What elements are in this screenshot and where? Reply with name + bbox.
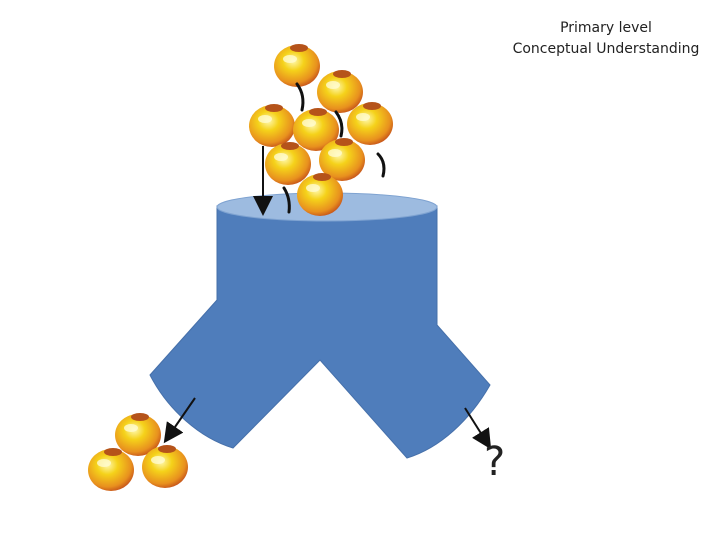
title-block: Primary level Conceptual Understanding [496, 18, 716, 60]
title-line-1: Primary level [560, 20, 652, 36]
mango-icon [115, 413, 161, 456]
title-line-2: Conceptual Understanding [512, 41, 700, 57]
mango-icon [142, 445, 188, 488]
mango-icon [249, 104, 295, 147]
mango-icon [274, 44, 320, 87]
mango-icon [293, 108, 339, 151]
motion-mark [282, 186, 291, 214]
right-output-arrow [464, 407, 492, 450]
motion-mark [295, 82, 305, 112]
mango-icon [265, 142, 311, 185]
mango-icon [319, 138, 365, 181]
funnel-body [149, 205, 491, 459]
mango-icon [347, 102, 393, 145]
motion-mark [334, 110, 344, 138]
motion-marks [282, 82, 386, 214]
left-output-arrow [163, 397, 196, 444]
mango-icon [88, 448, 134, 491]
input-mangoes [249, 44, 393, 216]
unknown-output-question-mark: ? [484, 439, 506, 485]
motion-mark [376, 152, 386, 178]
mango-icon [297, 173, 343, 216]
mango-icon [317, 70, 363, 113]
output-mangoes-left [88, 413, 188, 491]
